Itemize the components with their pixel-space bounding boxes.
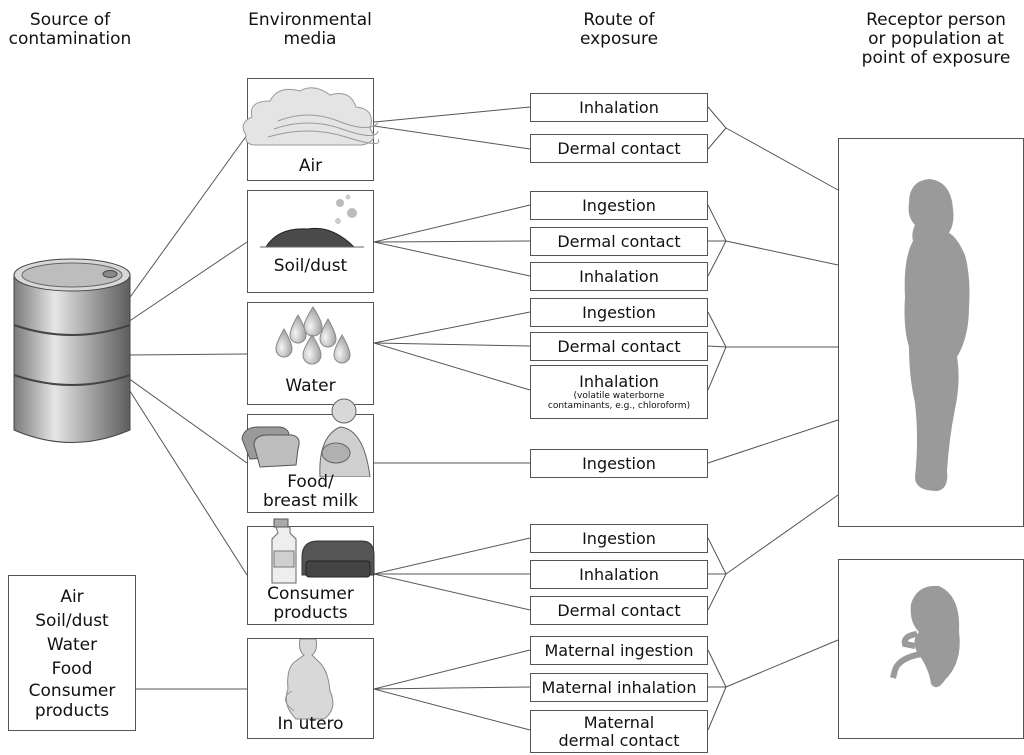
media-water: Water <box>247 302 374 405</box>
route-note: (volatile waterborne contaminants, e.g.,… <box>547 391 691 411</box>
receptor-fetus-box <box>838 559 1024 739</box>
header-media: Environmental media <box>248 10 372 49</box>
media-label-water: Water <box>285 376 336 396</box>
soil-pile-icon <box>260 194 364 248</box>
route-consumer-ingestion: Ingestion <box>530 524 708 553</box>
route-air-dermal: Dermal contact <box>530 134 708 163</box>
route-water-dermal: Dermal contact <box>530 332 708 361</box>
media-soil: Soil/dust <box>247 190 374 293</box>
spray-bottle-sofa-icon <box>271 518 375 584</box>
route-soil-dermal: Dermal contact <box>530 227 708 256</box>
cloud-icon <box>242 87 380 146</box>
media-consumer: Consumer products <box>247 518 375 625</box>
media-label-air: Air <box>298 156 323 176</box>
header-receptor: Receptor person or population at point o… <box>861 10 1011 68</box>
media-label-food: Food/ breast milk <box>262 472 359 511</box>
source-list-item: Consumer products <box>28 681 116 721</box>
route-air-inhalation: Inhalation <box>530 93 708 122</box>
media-label-soil: Soil/dust <box>273 256 348 276</box>
fetus-icon <box>890 585 960 688</box>
route-soil-ingestion: Ingestion <box>530 191 708 220</box>
media-food: Food/ breast milk <box>241 398 374 513</box>
media-utero: In utero <box>247 638 374 739</box>
pregnant-woman-icon <box>285 639 334 720</box>
media-label-utero: In utero <box>277 714 344 734</box>
source-list-box: Air Soil/dust Water Food Consumer produc… <box>8 575 136 731</box>
breastfeeding-icon <box>241 398 371 477</box>
route-water-inhalation: Inhalation(volatile waterborne contamina… <box>530 365 708 419</box>
route-utero-inhalation: Maternal inhalation <box>530 673 708 702</box>
media-air: Air <box>242 78 380 181</box>
child-silhouette-icon <box>904 179 970 491</box>
barrel-icon <box>13 258 131 443</box>
route-utero-ingestion: Maternal ingestion <box>530 636 708 665</box>
header-source: Source of contamination <box>8 10 132 49</box>
source-list-item: Food <box>51 659 93 679</box>
route-food-ingestion: Ingestion <box>530 449 708 478</box>
receptor-child-box <box>838 138 1024 527</box>
media-label-consumer: Consumer products <box>267 584 354 623</box>
header-route: Route of exposure <box>579 10 659 49</box>
route-consumer-inhalation: Inhalation <box>530 560 708 589</box>
route-soil-inhalation: Inhalation <box>530 262 708 291</box>
route-utero-dermal: Maternal dermal contact <box>530 710 708 753</box>
source-list-item: Soil/dust <box>35 611 109 631</box>
source-list-item: Water <box>46 635 98 655</box>
route-water-ingestion: Ingestion <box>530 298 708 327</box>
source-list-item: Air <box>60 587 84 607</box>
water-drops-icon <box>275 306 351 365</box>
route-consumer-dermal: Dermal contact <box>530 596 708 625</box>
